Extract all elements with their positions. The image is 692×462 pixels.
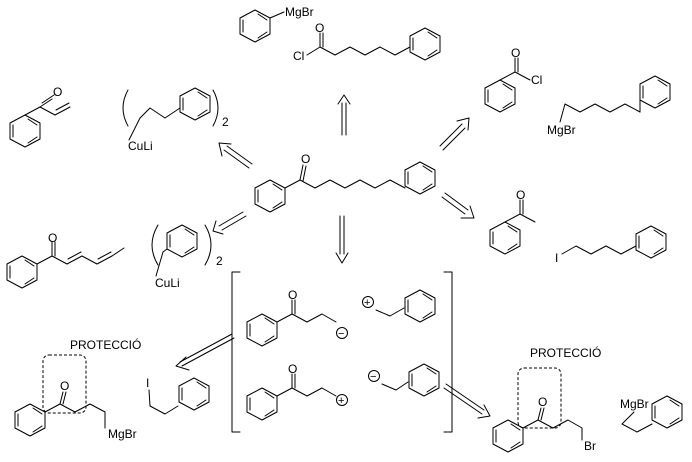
phenylmagnesium-bromide-top: MgBr [239,5,314,43]
target-molecule: O [254,152,436,213]
culi-label: CuLi [128,139,153,153]
phenethyl-iodide: I [146,376,210,415]
o-label: O [315,21,324,35]
acetophenone: O [489,188,536,255]
cl-label: Cl [531,73,542,87]
o-label: O [538,395,547,409]
protected-grignard: O MgBr [14,354,137,441]
protection-box [42,354,87,414]
protection-label: PROTECCIÓ [70,337,141,352]
synthon-benzyl-anion: − [368,363,440,397]
protection-label: PROTECCIÓ [530,345,601,360]
o-label: O [53,85,62,99]
culi-label: CuLi [155,276,180,290]
retro-arrow-left-top [218,142,253,169]
phenylbutyl-iodide: I [555,225,667,265]
cl-label: Cl [293,49,304,63]
o-label: O [60,379,69,393]
plus-charge: + [364,297,370,309]
subscript-2: 2 [216,254,223,268]
benzoyl-chloride: O Cl [484,46,542,113]
retro-arrow-right-mid [441,192,475,219]
cuprate-top: 2 CuLi [122,87,229,153]
protection-box [517,367,562,429]
minus-charge: − [338,328,344,340]
mgbr-label: MgBr [108,427,137,441]
mgbr-label: MgBr [620,397,649,411]
o-label: O [511,46,520,60]
synthon-benzyl-cation: + [362,289,436,323]
protected-bromide: O Br [492,367,596,453]
iodo-label: I [146,376,149,390]
retro-arrow-up [337,94,351,136]
o-label: O [288,288,297,302]
acyl-chloride-top: Cl O [293,21,441,63]
o-label: O [288,362,297,376]
iodo-label: I [555,251,558,265]
o-label: O [301,152,310,166]
plus-charge: + [338,395,344,407]
phenethyl-grignard: MgBr [620,395,683,433]
o-label: O [48,231,57,245]
synthon-cation-ketone: O + [246,362,348,421]
mgbr-label: MgBr [285,5,314,19]
o-label: O [516,188,525,202]
subscript-2: 2 [222,115,229,129]
minus-charge: − [370,371,376,383]
synthon-bracket [231,271,453,433]
retro-arrow-right-top [439,117,470,151]
retro-arrow-left-mid [212,211,247,235]
benzyl-cuprate: 2 CuLi [151,224,223,290]
phenyl-vinyl-ketone: O [9,85,71,148]
retro-arrow-bottom-right [443,383,491,419]
br-label: Br [584,439,596,453]
dienone: O [6,231,125,289]
retro-arrow-bottom-left [175,333,235,371]
phenylpentyl-grignard: MgBr [547,75,671,137]
synthon-anion-ketone: O − [246,288,348,347]
mgbr-label: MgBr [547,123,576,137]
retro-arrow-down [335,215,349,264]
